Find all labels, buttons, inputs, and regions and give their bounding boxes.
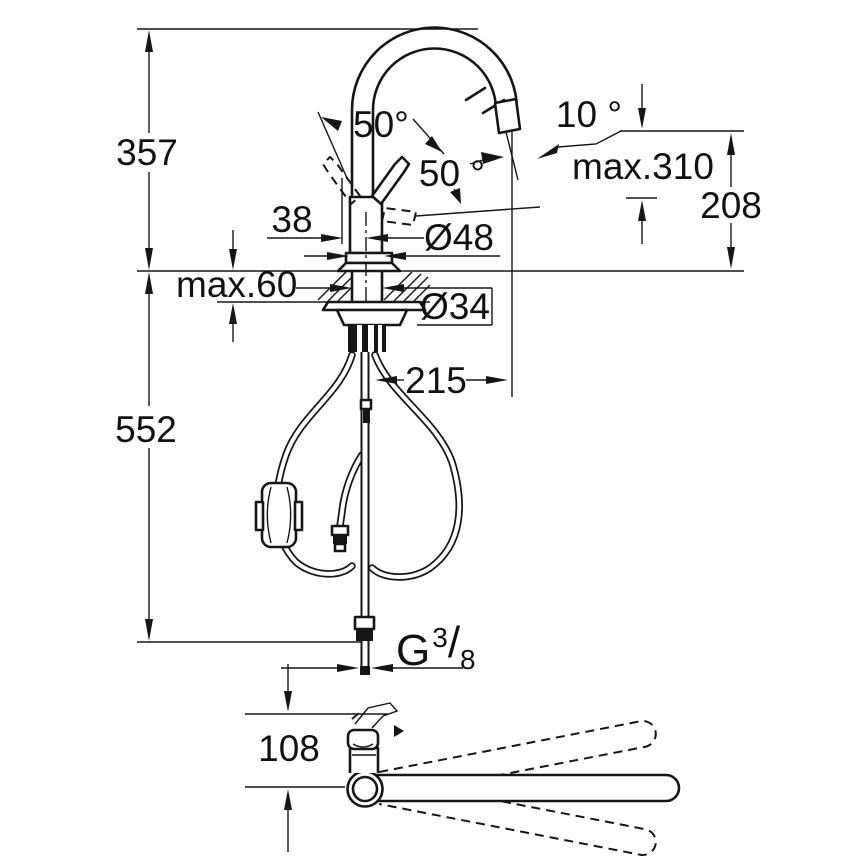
body-top-view bbox=[348, 746, 380, 773]
spout-arc bbox=[350, 26, 522, 199]
dim-48: Ø48 bbox=[304, 217, 500, 260]
dim-108: 108 bbox=[258, 664, 320, 852]
dim-208-label: 208 bbox=[700, 185, 762, 226]
dim-max60: max.60 bbox=[176, 230, 297, 342]
pullout-spray-head bbox=[493, 97, 522, 135]
dim-max310: max.310 bbox=[572, 146, 714, 244]
dim-38-label: 38 bbox=[271, 199, 312, 240]
dim-50-handle: 50° bbox=[317, 104, 445, 179]
spray-hose bbox=[330, 451, 366, 553]
dim-max60-label: max.60 bbox=[176, 264, 297, 305]
spout-top-view bbox=[368, 773, 681, 803]
dim-max310-label: max.310 bbox=[572, 146, 714, 187]
dim-215: 215 bbox=[375, 360, 508, 401]
faucet-body bbox=[336, 195, 402, 338]
dimensions-front: 357 552 max.60 38 bbox=[115, 30, 762, 675]
dim-38: 38 bbox=[267, 178, 424, 244]
hose-counterweight bbox=[254, 481, 304, 549]
reference-lines bbox=[137, 28, 744, 643]
dim-50-handle-label: 50° bbox=[353, 104, 409, 145]
dim-10-label: 10 ° bbox=[556, 94, 622, 135]
front-view-faucet bbox=[137, 26, 744, 675]
dim-357-label: 357 bbox=[116, 132, 178, 173]
dim-50-head-label: 50 ° bbox=[419, 153, 485, 194]
dim-48-label: Ø48 bbox=[424, 217, 494, 258]
dim-357: 357 bbox=[116, 30, 178, 270]
dim-108-label: 108 bbox=[258, 728, 320, 769]
swivel-pivot bbox=[346, 770, 384, 808]
dim-50-head: 50 ° bbox=[419, 152, 504, 204]
outlet-axis-lines bbox=[505, 131, 519, 397]
top-view-faucet: 108 bbox=[245, 664, 681, 856]
mounting-shank bbox=[321, 269, 427, 352]
pullout-hose-drop bbox=[359, 352, 373, 618]
dim-thread: G3/8 bbox=[281, 618, 476, 675]
dim-34-label: Ø34 bbox=[420, 286, 490, 327]
dim-208: 208 bbox=[700, 133, 762, 269]
check-valve-fitting bbox=[353, 615, 376, 675]
handle-top-view bbox=[346, 702, 404, 751]
dim-thread-label: G3/8 bbox=[396, 618, 476, 675]
dim-10: 10 ° bbox=[537, 84, 744, 159]
handle-lever-solid bbox=[370, 155, 411, 206]
dim-215-label: 215 bbox=[405, 360, 467, 401]
dim-552-label: 552 bbox=[115, 409, 177, 450]
swivel-range-dashed bbox=[379, 720, 657, 856]
handle-lever-dashed-left bbox=[322, 156, 361, 205]
supply-hoses bbox=[272, 351, 463, 581]
dim-34: Ø34 bbox=[296, 284, 493, 327]
dim-552: 552 bbox=[115, 272, 177, 641]
handle-lever-dashed-right bbox=[381, 206, 541, 226]
